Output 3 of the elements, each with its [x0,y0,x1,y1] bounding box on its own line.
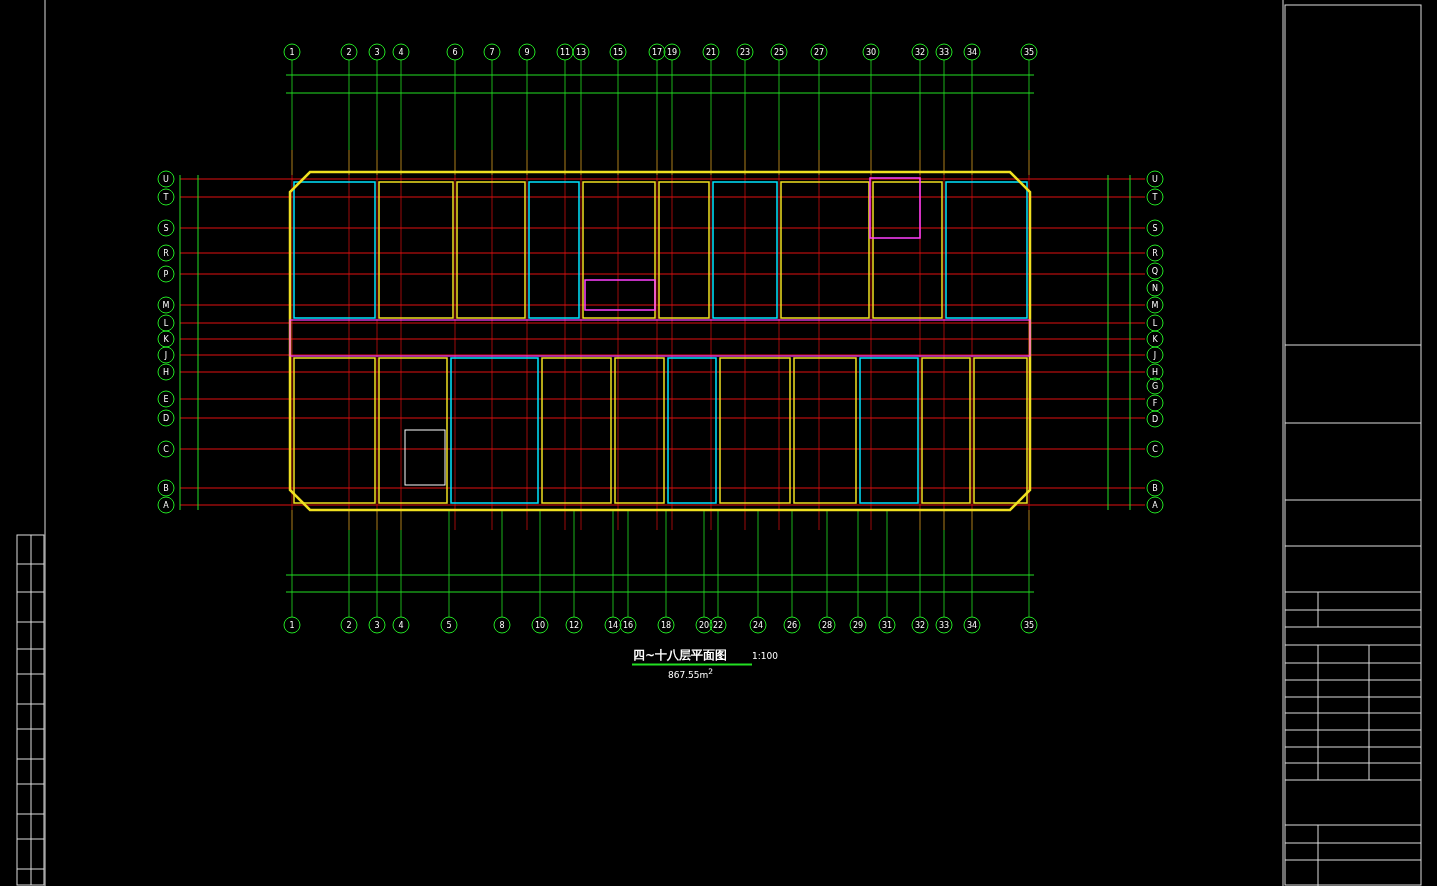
scale-text: 1:100 [752,651,778,661]
plan-title: 四~十八层平面图 [633,647,728,664]
area-text: 867.55m$^{2}$ [668,667,714,680]
